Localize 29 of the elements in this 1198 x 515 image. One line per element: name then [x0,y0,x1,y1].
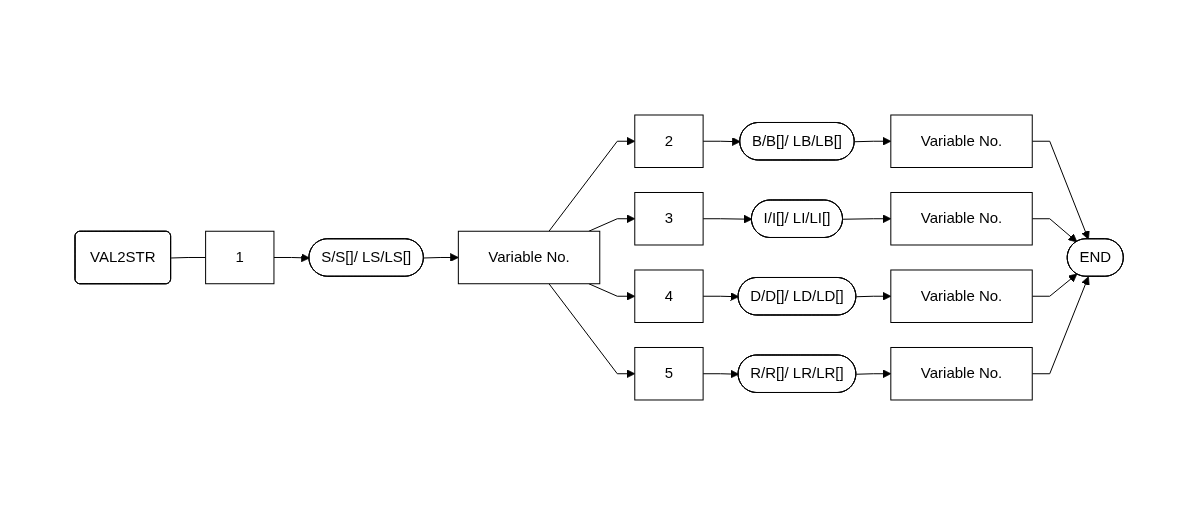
arrow [423,253,459,262]
arrow [702,214,753,224]
arrow [273,253,310,263]
node-box: 1 [204,230,275,285]
arrow [855,291,892,301]
arrow [702,369,739,379]
connector [170,257,206,259]
arrow [588,283,635,301]
arrow [1031,276,1090,375]
node-box: 3 [634,192,704,246]
node-box: 4 [634,269,704,323]
arrow [1031,140,1090,240]
arrow [548,283,635,379]
arrow [588,214,635,232]
arrow [1031,273,1078,297]
node-box: Variable No. [890,269,1033,323]
arrow [702,137,741,146]
node-box: Variable No. [890,347,1033,401]
node-box: Variable No. [890,114,1033,168]
node-box: Variable No. [457,230,601,285]
node-box: Variable No. [890,192,1033,246]
arrow [842,214,892,224]
node-box: 2 [634,114,704,168]
node-box: 5 [634,347,704,401]
arrow [855,369,892,379]
arrow [548,136,635,232]
arrow [1031,218,1078,243]
arrow [702,292,739,301]
arrow [854,136,892,146]
